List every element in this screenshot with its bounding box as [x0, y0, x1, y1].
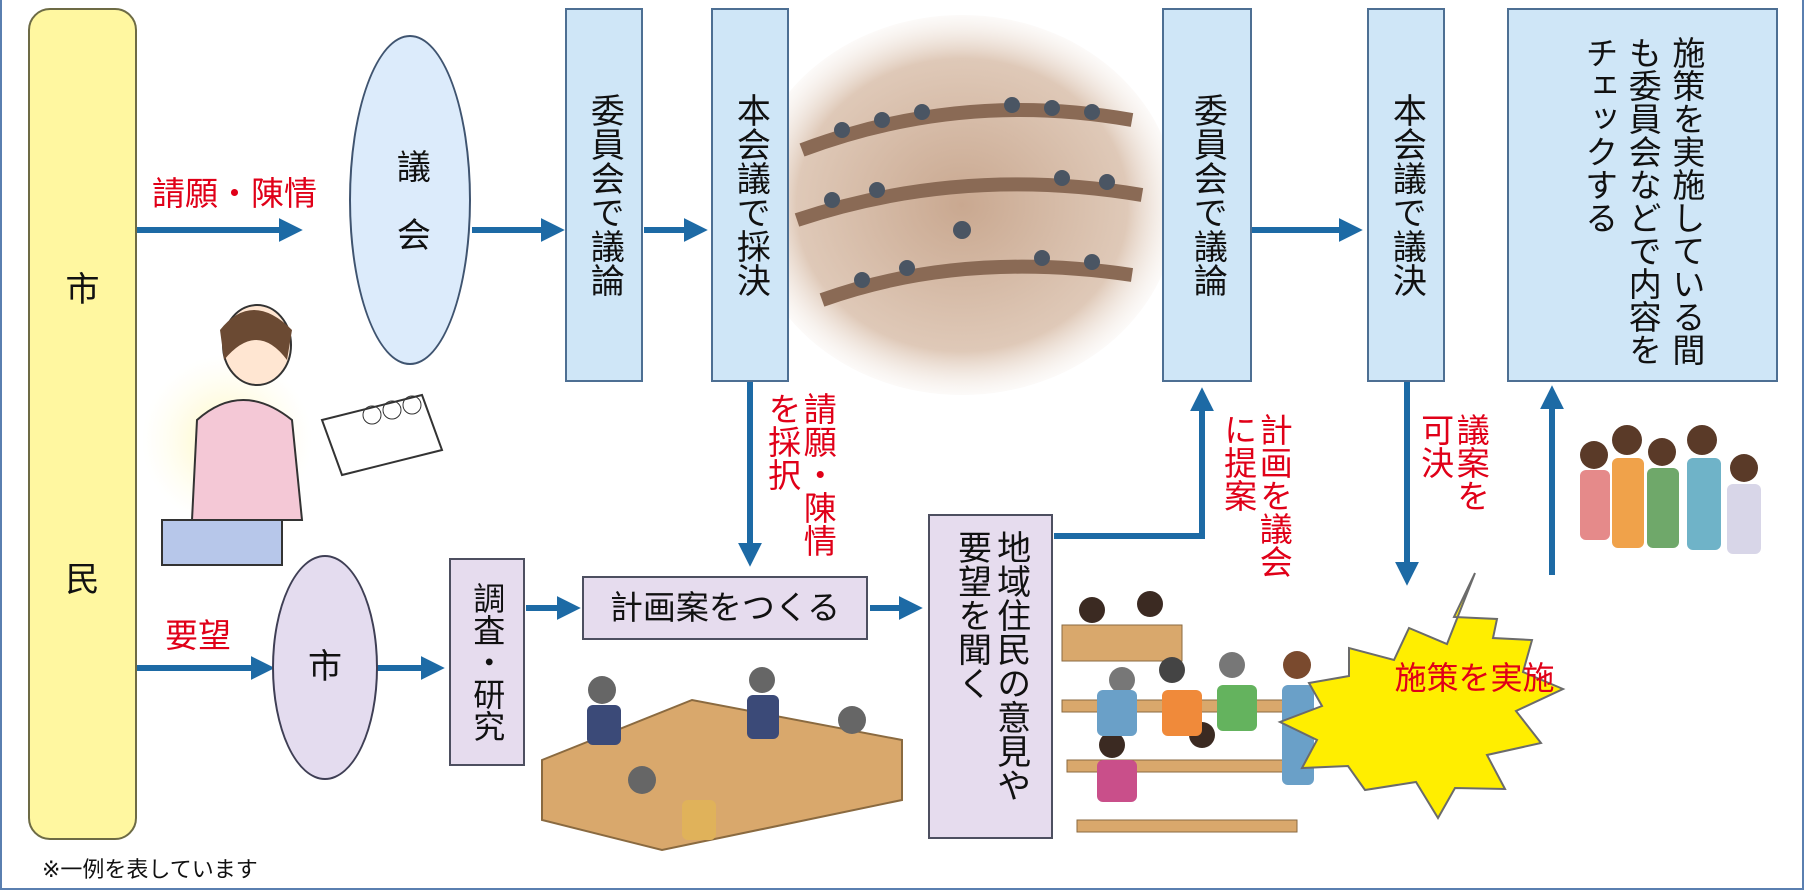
plenary-decision-box: 本会議で議決: [1367, 8, 1445, 382]
townhall-illustration: [1061, 591, 1314, 833]
plan-box: 計画案をつくる: [582, 576, 868, 640]
citizen-label-1: 市: [65, 269, 100, 310]
committee-debate-box-1: 委員会で議論: [565, 8, 643, 382]
implement-starburst: [1277, 572, 1566, 820]
check-note-text: 施策を実施している間も委員会などで内容をチェックする: [1579, 36, 1706, 366]
flow-arrows: [137, 218, 1564, 680]
implement-label: 施策を実施: [1394, 659, 1555, 697]
plenary-vote-box: 本会議で採決: [711, 8, 789, 382]
city-ellipse: 市: [272, 555, 378, 780]
assembly-ellipse: 議 会: [349, 35, 471, 365]
request-label: 要望: [165, 616, 231, 655]
citizen-box: 市 民: [28, 8, 137, 840]
woman-illustration: [142, 304, 444, 566]
planning-meeting-illustration: [541, 667, 903, 852]
petition-label: 請願・陳情: [152, 174, 317, 213]
adopt-petition-label: 請願・陳情を採択: [762, 392, 838, 557]
committee-debate-box-2: 委員会で議論: [1162, 8, 1252, 382]
council-chamber-illustration: [747, 15, 1177, 395]
approve-bill-label: 議案を可決: [1415, 413, 1491, 512]
hearing-box: 地域住民の意見や要望を聞く: [928, 514, 1053, 839]
survey-box: 調査・研究: [449, 558, 525, 766]
check-note-box: 施策を実施している間も委員会などで内容をチェックする: [1507, 8, 1778, 382]
arrow-propose: [1054, 387, 1214, 539]
citizen-label-2: 民: [65, 559, 100, 600]
propose-plan-label: 計画を議会に提案: [1218, 413, 1294, 578]
hearing-text: 地域住民の意見や要望を聞く: [951, 530, 1031, 802]
family-illustration: [1580, 425, 1761, 554]
footnote: ※一例を表しています: [42, 858, 258, 883]
